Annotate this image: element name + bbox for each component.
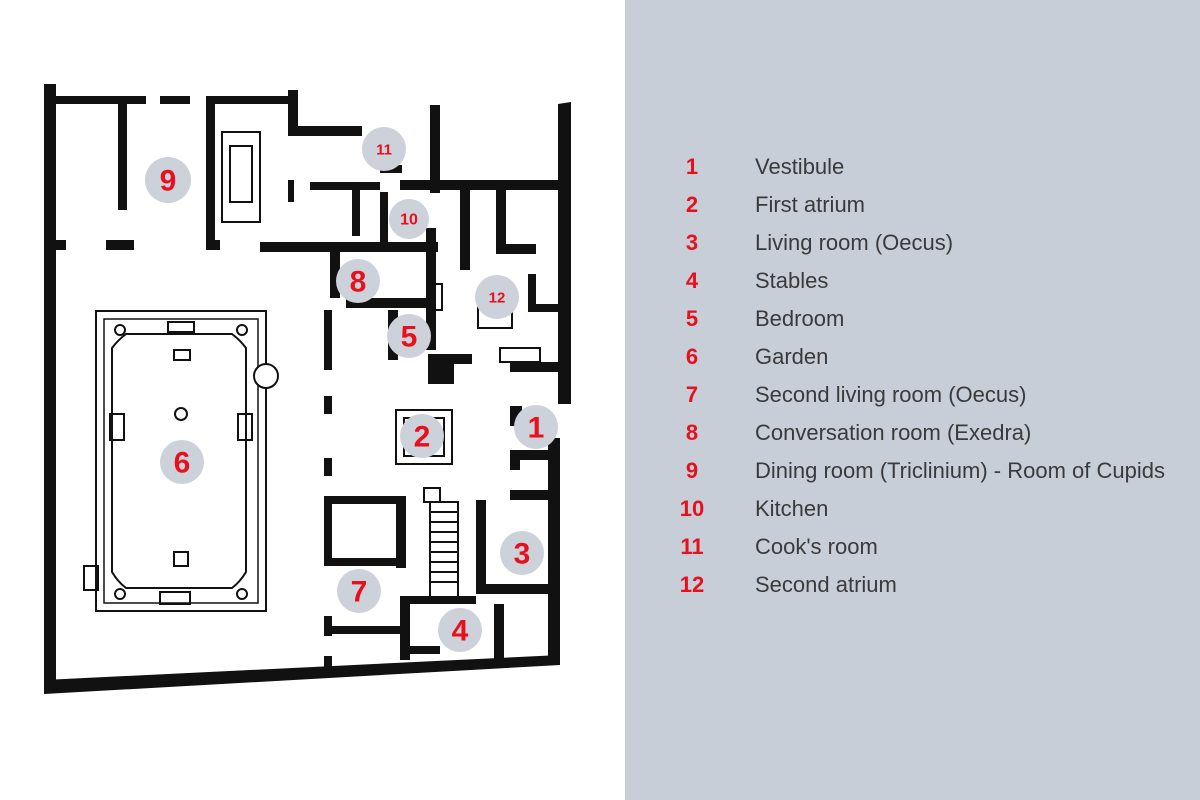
- room-marker-number: 9: [160, 165, 177, 198]
- legend-label: First atrium: [755, 192, 865, 217]
- room-marker-number: 3: [514, 538, 531, 571]
- legend-number: 8: [685, 420, 699, 445]
- legend-label: Cook's room: [755, 534, 878, 559]
- legend-item: 10 Kitchen: [665, 490, 1165, 528]
- room-marker-8: 8: [336, 259, 380, 303]
- legend-label: Garden: [755, 344, 829, 369]
- room-legend: 1 Vestibule 2 First atrium 3 Living room (Oec…: [665, 148, 1165, 604]
- legend-item: 3 Living room (Oecus): [665, 224, 1165, 262]
- room-marker-2: 2: [400, 414, 444, 458]
- legend-label: Second atrium: [755, 572, 897, 597]
- room-marker-circle: [337, 569, 381, 613]
- room-marker-3: 3: [500, 531, 544, 575]
- legend-label: Stables: [755, 268, 829, 293]
- room-marker-12: 12: [475, 275, 519, 319]
- legend-number: 3: [685, 230, 699, 255]
- legend-number: 10: [679, 496, 705, 521]
- room-marker-4: 4: [438, 608, 482, 652]
- room-marker-7: 7: [337, 569, 381, 613]
- room-marker-circle: [475, 275, 519, 319]
- room-marker-circle: [400, 414, 444, 458]
- legend-number: 6: [685, 344, 699, 369]
- legend-item: 12 Second atrium: [665, 566, 1165, 604]
- plan-details: [83, 131, 541, 612]
- room-marker-10: 10: [389, 199, 429, 239]
- legend-item: 1 Vestibule: [665, 148, 1165, 186]
- room-marker-6: 6: [160, 440, 204, 484]
- legend-label: Second living room (Oecus): [755, 382, 1027, 407]
- legend-label: Conversation room (Exedra): [755, 420, 1032, 445]
- legend-number: 5: [685, 306, 699, 331]
- room-marker-number: 6: [174, 447, 191, 480]
- legend-label: Living room (Oecus): [755, 230, 954, 255]
- legend-number: 11: [680, 534, 704, 559]
- legend-number: 2: [685, 192, 699, 217]
- room-marker-number: 10: [400, 212, 418, 229]
- legend-number: 7: [685, 382, 699, 407]
- legend-item: 6 Garden: [665, 338, 1165, 376]
- legend-number: 9: [685, 458, 699, 483]
- room-marker-number: 1: [528, 412, 545, 445]
- room-marker-circle: [500, 531, 544, 575]
- room-marker-1: 1: [514, 405, 558, 449]
- room-marker-number: 8: [350, 266, 367, 299]
- room-marker-number: 4: [452, 615, 469, 648]
- room-marker-circle: [387, 314, 431, 358]
- legend-item: 8 Conversation room (Exedra): [665, 414, 1165, 452]
- legend-item: 4 Stables: [665, 262, 1165, 300]
- legend-number: 1: [685, 154, 699, 179]
- legend-label: Kitchen: [755, 496, 829, 521]
- room-marker-number: 7: [351, 576, 368, 609]
- room-marker-circle: [438, 608, 482, 652]
- legend-item: 2 First atrium: [665, 186, 1165, 224]
- room-marker-number: 12: [489, 290, 506, 307]
- room-marker-number: 5: [401, 321, 418, 354]
- legend-item: 11 Cook's room: [665, 528, 1165, 566]
- legend-number: 4: [685, 268, 699, 293]
- legend-item: 9 Dining room (Triclinium) - Room of Cupi…: [665, 452, 1165, 490]
- room-marker-9: 9: [145, 157, 191, 203]
- legend-label: Dining room (Triclinium) - Room of Cupid…: [755, 458, 1165, 483]
- legend-item: 5 Bedroom: [665, 300, 1165, 338]
- legend-number: 12: [679, 572, 705, 597]
- room-marker-11: 11: [362, 127, 406, 171]
- room-marker-number: 2: [414, 421, 431, 454]
- room-marker-circle: [336, 259, 380, 303]
- legend-panel: 1 Vestibule 2 First atrium 3 Living room (Oec…: [625, 0, 1200, 800]
- room-marker-circle: [362, 127, 406, 171]
- room-marker-circle: [389, 199, 429, 239]
- room-marker-5: 5: [387, 314, 431, 358]
- legend-item: 7 Second living room (Oecus): [665, 376, 1165, 414]
- room-marker-circle: [145, 157, 191, 203]
- room-marker-circle: [514, 405, 558, 449]
- legend-label: Vestibule: [755, 154, 845, 179]
- room-marker-circle: [160, 440, 204, 484]
- legend-label: Bedroom: [755, 306, 845, 331]
- room-marker-number: 11: [376, 142, 392, 159]
